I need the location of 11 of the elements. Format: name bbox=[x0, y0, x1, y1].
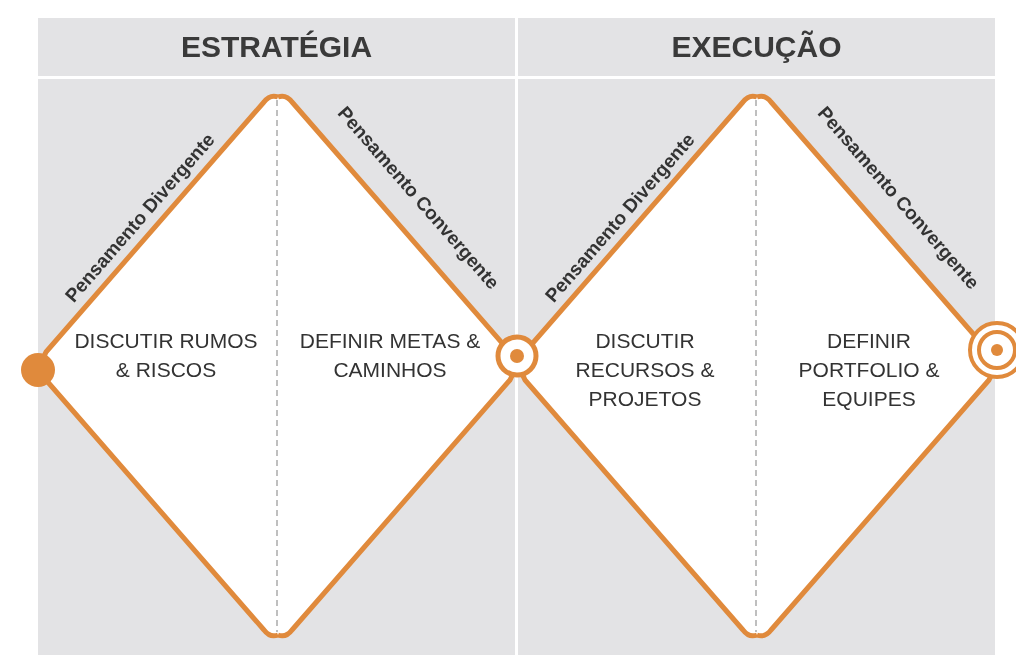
start-dot bbox=[20, 352, 56, 388]
stage-text: DEFINIR METAS & CAMINHOS bbox=[298, 328, 482, 383]
target-marker bbox=[967, 320, 1016, 380]
stage-text: DISCUTIR RUMOS & RISCOS bbox=[73, 328, 259, 383]
stage-text: DEFINIR PORTFOLIO & EQUIPES bbox=[797, 328, 941, 412]
column-panel bbox=[38, 18, 515, 655]
column-heading: EXECUÇÃO bbox=[518, 18, 995, 79]
column-heading: ESTRATÉGIA bbox=[38, 18, 515, 79]
column-panel bbox=[518, 18, 995, 655]
target-marker bbox=[495, 334, 539, 378]
stage-text: DISCUTIR RECURSOS & PROJETOS bbox=[574, 328, 716, 412]
